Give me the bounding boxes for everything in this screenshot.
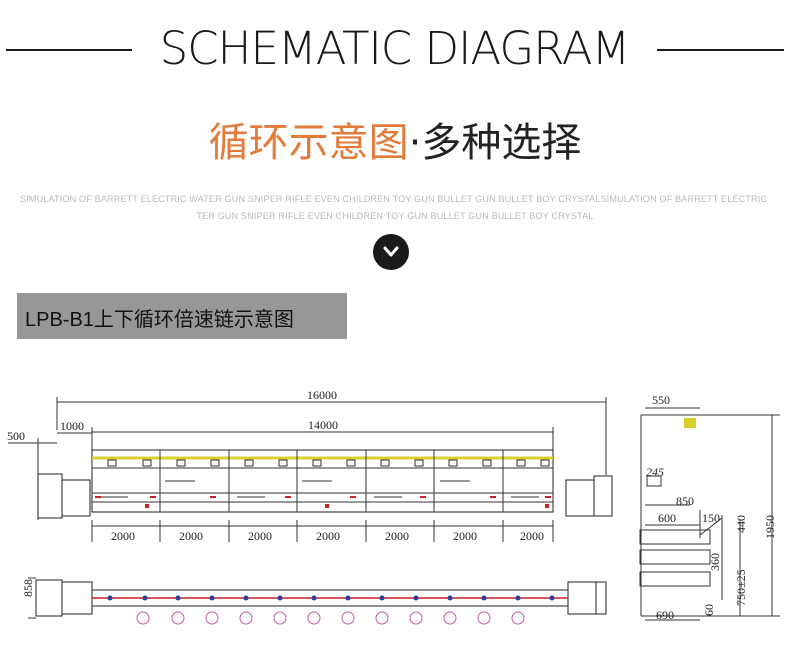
dim-inner-length: 14000 [308,418,338,432]
subtitle-line-2: TER GUN SNIPER RIFLE EVEN CHILDREN TOY G… [196,211,594,221]
top-view-flow-markers [95,496,551,508]
dim-segment-2: 2000 [179,529,203,543]
diagram-label-box: LPB-B1上下循环倍速链示意图 [17,293,347,339]
dim-side-1950: 1950 [763,515,777,539]
cn-title-rest: ·多种选择 [408,120,582,166]
caster-wheels [136,611,525,625]
header-rule-right [657,49,784,51]
dim-side-angle: 245 [646,465,664,479]
schematic-area: 16000 14000 500 1000 2000 2000 2000 2000… [0,380,790,649]
dim-side-600: 600 [658,511,676,525]
cn-title: 循环示意图·多种选择 [0,110,790,168]
dim-total-length: 16000 [307,388,337,402]
page-title: SCHEMATIC DIAGRAM [159,22,631,75]
dim-segment-5: 2000 [385,529,409,543]
dim-segment-3: 2000 [248,529,272,543]
dim-side-60: 60 [702,604,716,616]
dim-side-440: 440 [734,515,748,533]
dim-end-offset: 500 [7,429,25,443]
dim-segment-4: 2000 [316,529,340,543]
dim-side-360: 360 [708,553,722,571]
front-view-nodes [107,595,555,601]
dim-side-top: 550 [652,393,670,407]
dim-segment-6: 2000 [453,529,477,543]
dim-side-690: 690 [656,608,674,622]
dim-segment-7: 2000 [520,529,544,543]
scroll-down-button[interactable] [373,234,409,270]
subtitle-line-1: SIMULATION OF BARRETT ELECTRIC WATER GUN… [20,194,770,204]
header-rule-left [6,49,132,51]
chevron-down-icon [383,246,399,257]
dim-side-750: 750±25 [734,569,748,606]
top-view [8,397,613,542]
diagram-label: LPB-B1上下循环倍速链示意图 [25,309,294,331]
dim-segment-1: 2000 [111,529,135,543]
cn-title-highlight: 循环示意图 [208,120,409,166]
dim-side-150: 150 [702,511,720,525]
dim-side-height: 858 [21,579,35,597]
schematic-svg: 16000 14000 500 1000 2000 2000 2000 2000… [7,388,780,625]
dim-side-850: 850 [676,494,694,508]
dim-start-offset: 1000 [60,419,84,433]
side-view [639,407,780,621]
